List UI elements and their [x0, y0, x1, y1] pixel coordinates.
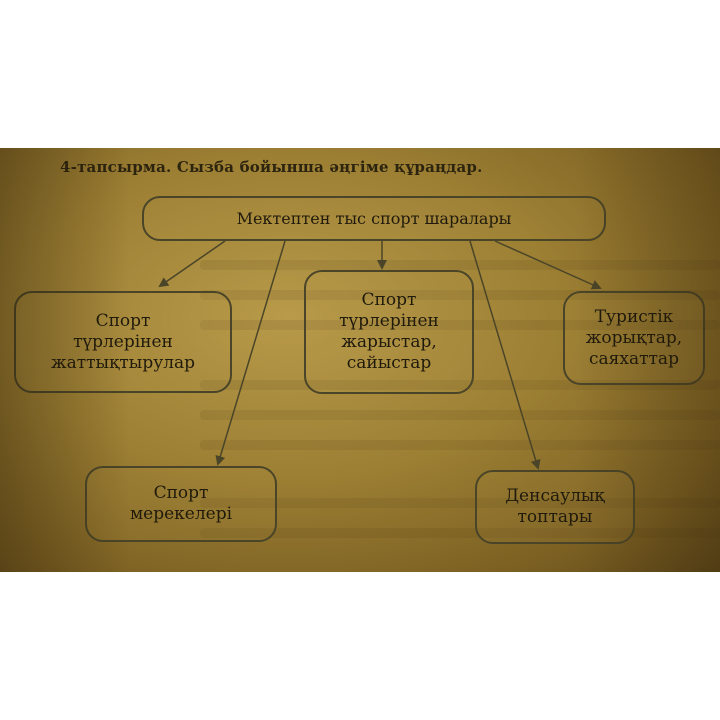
task-title: 4-тапсырма. Сызба бойынша әңгіме құраңда…	[60, 158, 483, 176]
node-sport-competitions: Спорт түрлерінен жарыстар, сайыстар	[304, 270, 474, 394]
root-node: Мектептен тыс спорт шаралары	[142, 196, 606, 241]
textbook-photo: 4-тапсырма. Сызба бойынша әңгіме құраңда…	[0, 148, 720, 572]
node-health-groups: Денсаулық топтары	[475, 470, 635, 544]
node-sport-holidays: Спорт мерекелері	[85, 466, 277, 542]
edge-to-health	[469, 240, 541, 470]
node-tourism: Туристік жорықтар, саяхаттар	[563, 291, 705, 385]
node-sport-training: Спорт түрлерінен жаттықтырулар	[14, 291, 232, 393]
